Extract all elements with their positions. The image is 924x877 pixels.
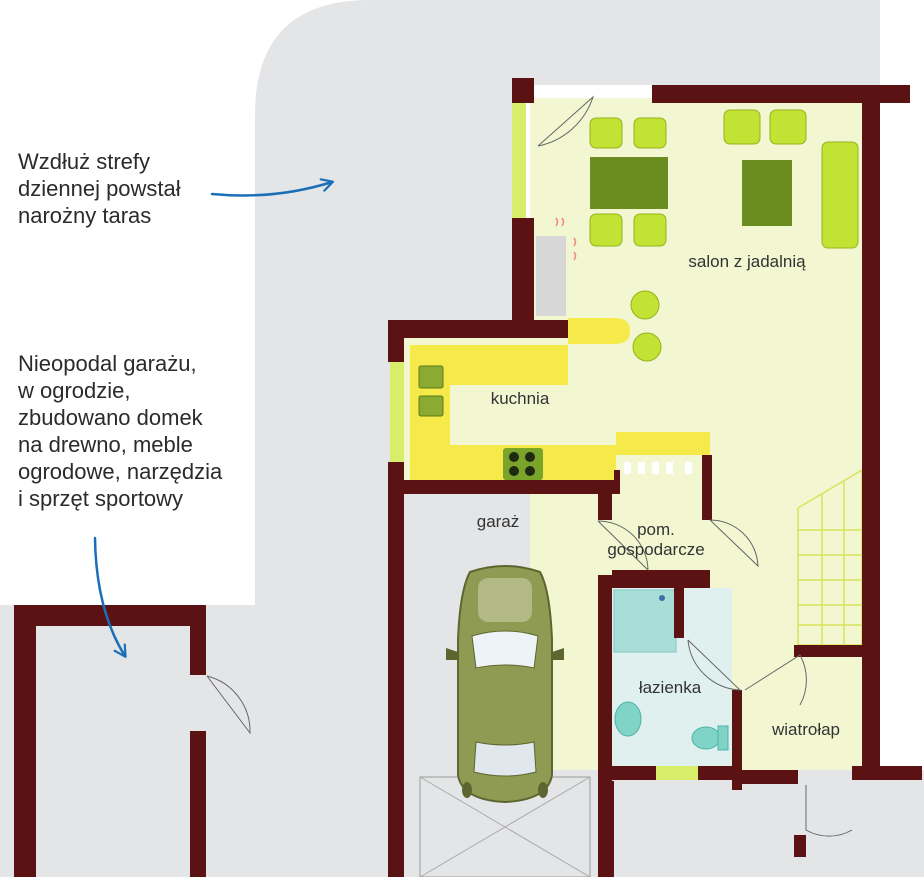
window [512,100,526,218]
burner [509,452,519,462]
room-label-kitchen: kuchnia [490,389,550,408]
room-label-living-dining: salon z jadalnią [688,252,806,271]
toilet-cistern [717,725,729,751]
entrance-paving [590,770,924,877]
washbasin [614,701,642,737]
sink-bowl-1 [418,365,444,389]
bar-stool [632,332,662,362]
bar-stool [630,290,660,320]
fridge [536,236,566,316]
dining-chair [633,213,667,247]
burner [525,452,535,462]
terrace-paving [0,0,880,877]
arrow-to-terrace-icon [210,182,332,197]
armchair [723,109,761,145]
bathtub [613,589,677,653]
walls [388,78,922,877]
terrace-note: Wzdłuż strefy dziennej powstał narożny t… [18,149,181,228]
sofa [821,141,859,249]
window [654,766,698,780]
vestibule-floor [740,655,862,767]
room-label-garage: garaż [476,512,520,531]
room-label-utility: pom. gospodarcze [607,520,705,559]
cooktop [503,448,543,480]
coffee-table [742,160,792,226]
dining-chair [633,117,667,149]
dining-chair [589,213,623,247]
burner [525,466,535,476]
window [390,362,404,462]
pantry-shelves [624,462,692,474]
room-label-bathroom: łazienka [638,678,702,697]
dining-table [590,157,668,209]
room-label-vestibule: wiatrołap [771,720,841,739]
utility-floor [605,490,705,575]
car-icon [446,565,564,804]
radiator-icon [555,217,577,261]
garden-shed [14,605,206,877]
kitchen-bar [568,318,630,344]
tap-icon [659,595,665,601]
burner [509,466,519,476]
staircase [797,468,863,646]
kitchen-counter [410,345,710,482]
garden-shed-note: Nieopodal garażu, w ogrodzie, zbudowano … [18,351,223,511]
dining-chair [589,117,623,149]
sink-bowl-2 [418,395,444,417]
armchair [769,109,807,145]
arrow-to-shed-icon [93,536,125,656]
toilet [691,726,721,750]
